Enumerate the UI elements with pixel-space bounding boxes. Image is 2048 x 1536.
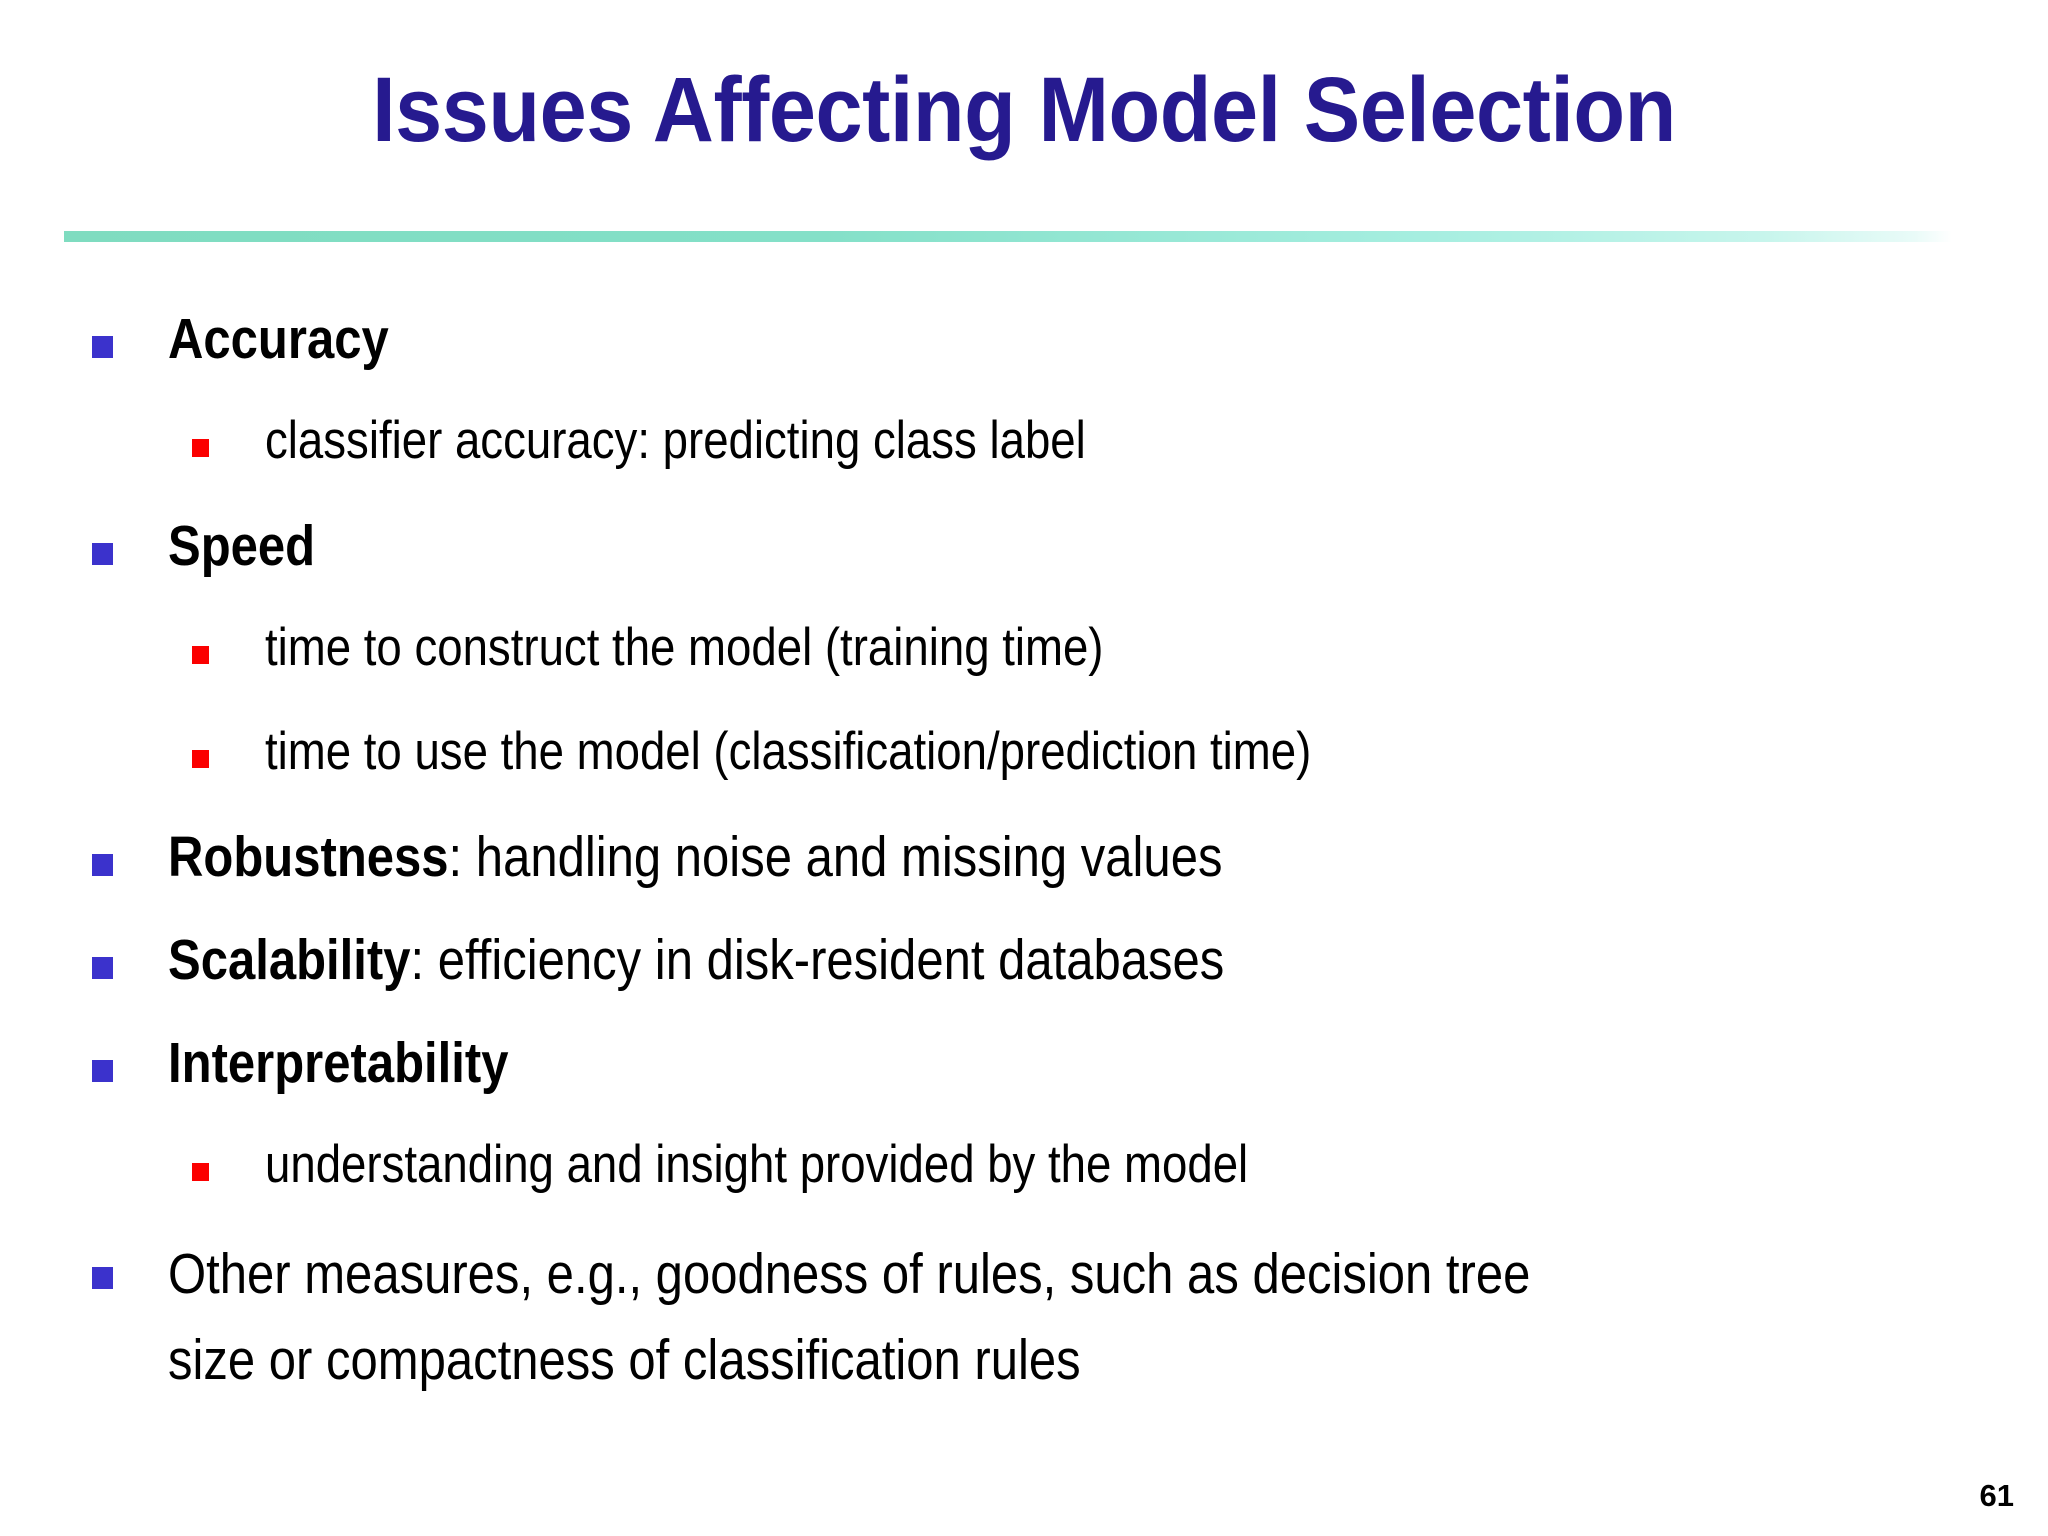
blue-square-bullet-icon bbox=[92, 543, 113, 565]
red-square-bullet-icon bbox=[192, 750, 209, 768]
bullet-item-robustness: Robustness: handling noise and missing v… bbox=[0, 818, 2048, 897]
bullet-text: classifier accuracy: predicting class la… bbox=[265, 403, 1086, 479]
bullet-text: understanding and insight provided by th… bbox=[265, 1127, 1248, 1203]
sub-bullet-training-time: time to construct the model (training ti… bbox=[0, 610, 2048, 686]
bullet-item-interpretability: Interpretability bbox=[0, 1024, 2048, 1103]
bullet-rest: : efficiency in disk-resident databases bbox=[410, 928, 1225, 992]
bullet-text: Scalability: efficiency in disk-resident… bbox=[168, 921, 1224, 1000]
bullet-rest: : handling noise and missing values bbox=[448, 825, 1223, 889]
sub-bullet-understanding-insight: understanding and insight provided by th… bbox=[0, 1127, 2048, 1203]
bullet-lead: Scalability bbox=[168, 928, 411, 992]
bullet-text: Speed bbox=[168, 507, 315, 586]
bullet-text: Interpretability bbox=[168, 1024, 508, 1103]
bullet-lead: Robustness bbox=[168, 825, 449, 889]
blue-square-bullet-icon bbox=[92, 1060, 113, 1082]
bullet-item-speed: Speed bbox=[0, 507, 2048, 586]
bullet-rest: Other measures, e.g., goodness of rules,… bbox=[168, 1242, 1531, 1392]
bullet-list: Accuracy classifier accuracy: predicting… bbox=[0, 300, 2048, 1403]
bullet-rest: time to use the model (classification/pr… bbox=[265, 722, 1312, 781]
bullet-text: Other measures, e.g., goodness of rules,… bbox=[168, 1231, 1544, 1403]
sub-bullet-classifier-accuracy: classifier accuracy: predicting class la… bbox=[0, 403, 2048, 479]
page-title: Issues Affecting Model Selection bbox=[372, 59, 1676, 161]
bullet-text: time to construct the model (training ti… bbox=[265, 610, 1104, 686]
red-square-bullet-icon bbox=[192, 646, 209, 664]
bullet-text: Robustness: handling noise and missing v… bbox=[168, 818, 1222, 897]
sub-bullet-prediction-time: time to use the model (classification/pr… bbox=[0, 714, 2048, 790]
bullet-item-accuracy: Accuracy bbox=[0, 300, 2048, 379]
bullet-lead: Accuracy bbox=[168, 307, 389, 371]
bullet-item-scalability: Scalability: efficiency in disk-resident… bbox=[0, 921, 2048, 1000]
bullet-item-other-measures: Other measures, e.g., goodness of rules,… bbox=[0, 1231, 2048, 1403]
blue-square-bullet-icon bbox=[92, 336, 113, 358]
red-square-bullet-icon bbox=[192, 439, 209, 457]
title-divider-rule bbox=[64, 231, 1952, 242]
bullet-rest: time to construct the model (training ti… bbox=[265, 618, 1104, 677]
bullet-rest: classifier accuracy: predicting class la… bbox=[265, 411, 1086, 470]
blue-square-bullet-icon bbox=[92, 854, 113, 876]
page-number: 61 bbox=[1979, 1478, 2014, 1513]
blue-square-bullet-icon bbox=[92, 1267, 113, 1289]
red-square-bullet-icon bbox=[192, 1163, 209, 1181]
bullet-text: time to use the model (classification/pr… bbox=[265, 714, 1311, 790]
bullet-text: Accuracy bbox=[168, 300, 389, 379]
bullet-lead: Speed bbox=[168, 514, 316, 578]
blue-square-bullet-icon bbox=[92, 957, 113, 979]
bullet-rest: understanding and insight provided by th… bbox=[265, 1135, 1249, 1194]
bullet-lead: Interpretability bbox=[168, 1031, 509, 1095]
